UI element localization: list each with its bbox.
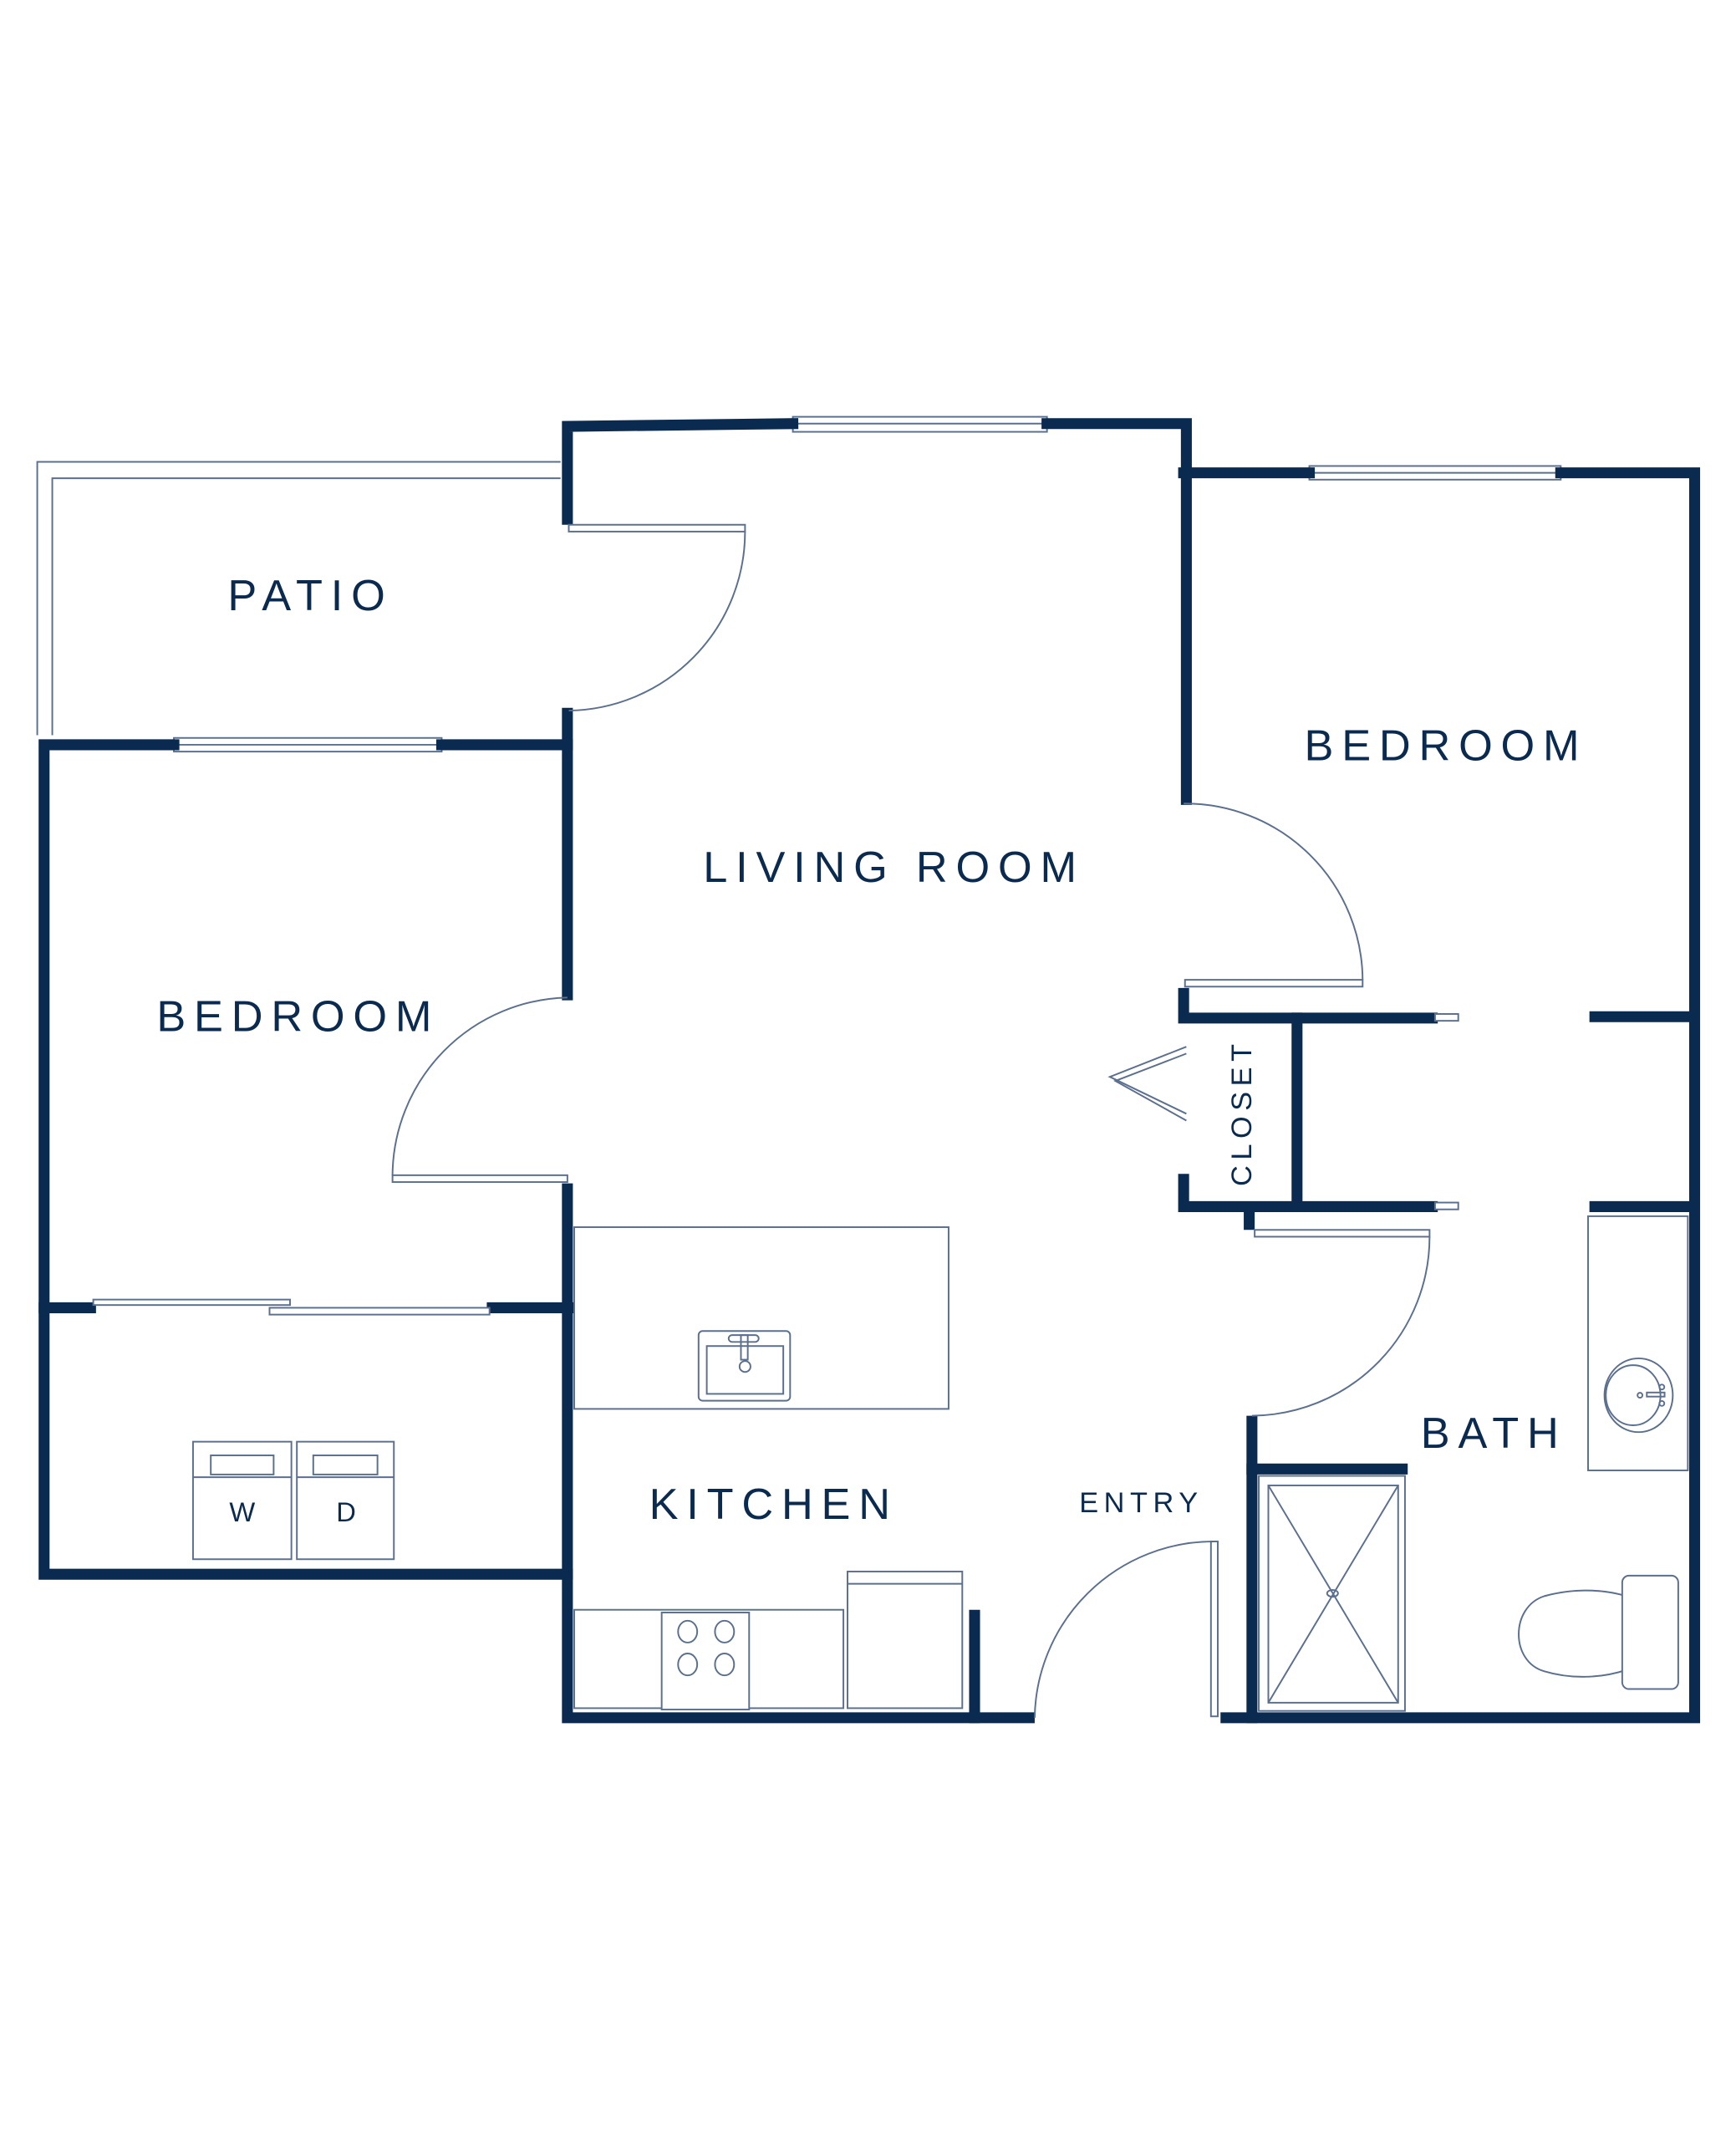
door-patio[interactable] xyxy=(568,523,746,712)
laundry-sliding-door[interactable] xyxy=(92,1298,491,1316)
room-label-entry: ENTRY xyxy=(1079,1487,1203,1519)
dryer-label: D xyxy=(336,1496,356,1527)
washer-icon xyxy=(191,1440,293,1561)
door-bedroom-left[interactable] xyxy=(391,996,568,1184)
vanity-sink-icon xyxy=(1587,1215,1689,1471)
sink-icon xyxy=(697,1330,792,1402)
room-label-patio: PATIO xyxy=(227,572,393,620)
room-label-bedroom-left: BEDROOM xyxy=(156,992,440,1041)
refrigerator-icon xyxy=(846,1570,964,1709)
kitchen-island xyxy=(573,1226,949,1410)
toilet-icon xyxy=(1518,1574,1679,1690)
dryer-icon xyxy=(296,1440,395,1561)
room-label-kitchen: KITCHEN xyxy=(649,1480,899,1529)
door-bath[interactable] xyxy=(1251,1229,1431,1417)
room-label-closet: CLOSET xyxy=(1226,1038,1258,1186)
stove-icon xyxy=(660,1612,751,1711)
door-bedroom-right[interactable] xyxy=(1184,802,1364,988)
shower-icon xyxy=(1258,1475,1406,1712)
kitchen-counter xyxy=(573,1608,845,1711)
closet-bifold-door[interactable] xyxy=(1107,1046,1187,1122)
washer-label: W xyxy=(229,1496,255,1527)
door-entry[interactable] xyxy=(1033,1541,1219,1718)
room-label-bath: BATH xyxy=(1421,1409,1567,1458)
patio-railing xyxy=(36,461,561,736)
walls xyxy=(38,418,1701,1724)
room-label-bedroom-right: BEDROOM xyxy=(1305,722,1588,771)
windows xyxy=(173,415,1562,753)
room-label-living-room: LIVING ROOM xyxy=(703,843,1085,892)
